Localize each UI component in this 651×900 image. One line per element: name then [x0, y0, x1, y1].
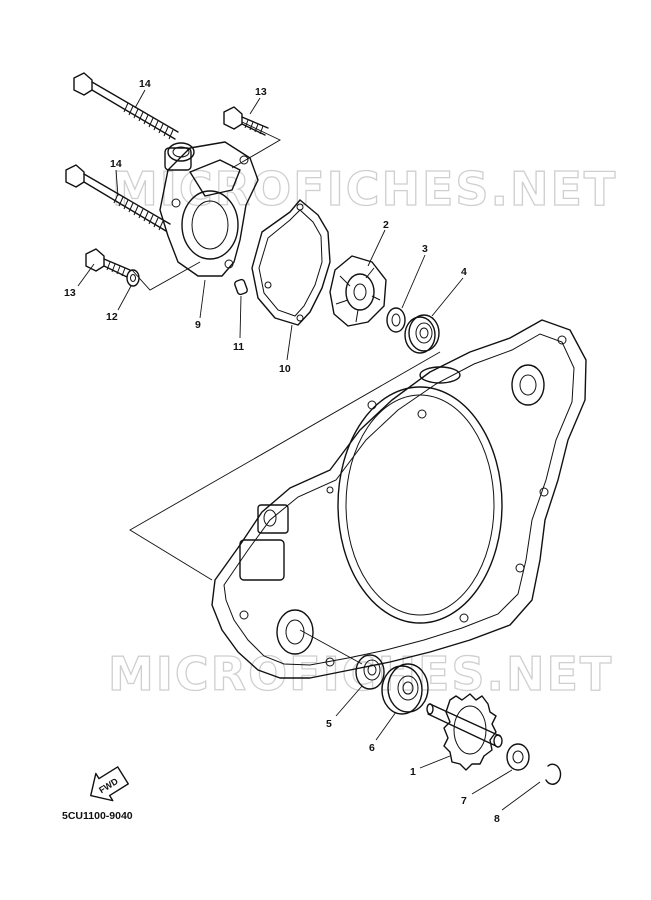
callout-9: 9 [195, 319, 201, 331]
bolt-14-upper[interactable] [73, 72, 179, 140]
washer-7[interactable] [506, 743, 530, 771]
fwd-label: FWD [97, 776, 120, 796]
callout-1: 1 [410, 766, 416, 778]
callout-6: 6 [369, 742, 375, 754]
callout-4: 4 [461, 266, 467, 278]
bearing-6[interactable] [381, 663, 429, 715]
callout-10: 10 [279, 363, 291, 375]
callout-leaders [77, 89, 541, 811]
callout-5: 5 [326, 718, 332, 730]
callout-labels: 14 14 13 13 12 9 11 10 2 3 4 5 6 1 7 8 [64, 78, 500, 825]
callout-7: 7 [461, 795, 467, 807]
callout-3: 3 [422, 243, 428, 255]
bolt-13-upper[interactable] [223, 106, 269, 136]
crankcase-cover[interactable] [211, 319, 587, 679]
oil-seal-5[interactable] [355, 654, 385, 690]
assembly-leader-lines [129, 121, 441, 665]
gasket-10[interactable] [251, 199, 331, 326]
callout-14-upper: 14 [139, 78, 151, 90]
callout-8: 8 [494, 813, 500, 825]
callout-13-upper: 13 [255, 86, 267, 98]
bearing-4[interactable] [404, 314, 440, 354]
callout-14-lower: 14 [110, 158, 122, 170]
water-pump-cover-9[interactable] [159, 141, 259, 277]
forward-arrow-icon: FWD [90, 766, 129, 802]
washer-12[interactable] [126, 269, 140, 287]
bolt-14-lower[interactable] [65, 164, 171, 232]
dowel-pin-11[interactable] [234, 278, 248, 296]
callout-13-lower: 13 [64, 287, 76, 299]
circlip-8[interactable] [545, 763, 562, 785]
bolt-13-lower[interactable] [85, 248, 131, 278]
diagram-code: 5CU1100-9040 [62, 810, 133, 822]
oil-seal-3[interactable] [386, 307, 406, 333]
callout-2: 2 [383, 219, 389, 231]
impeller-2[interactable] [329, 255, 387, 327]
callout-12: 12 [106, 311, 118, 323]
impeller-shaft-gear-1[interactable] [426, 693, 503, 771]
callout-11: 11 [233, 341, 244, 353]
